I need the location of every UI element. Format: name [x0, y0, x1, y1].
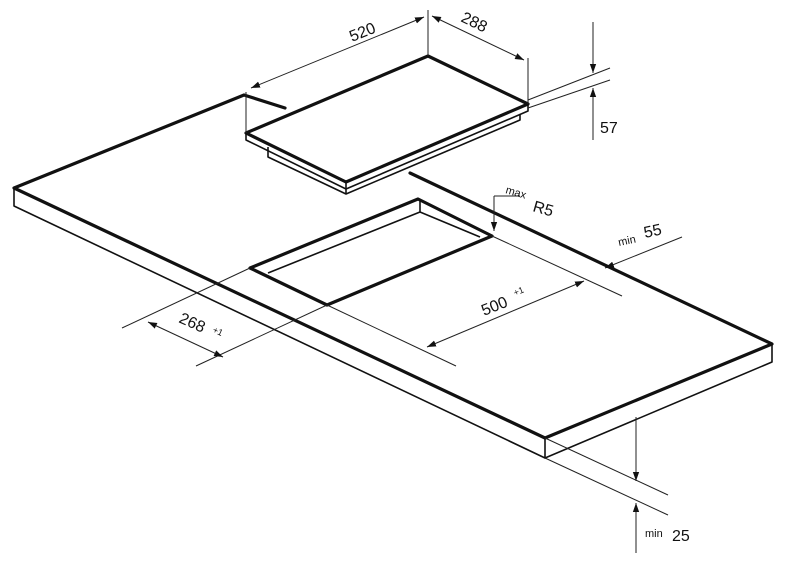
worktop [12, 93, 774, 459]
cutout-inner-wall [267, 211, 481, 274]
dim-cutout-depth: 268 +1 [121, 267, 328, 367]
hob-width-label: 520 [347, 20, 378, 46]
hob [244, 54, 530, 195]
hob-height-label: 57 [600, 120, 618, 137]
hob-body [267, 114, 521, 195]
cutout [248, 197, 494, 307]
worktop-thickness-prefix: min [645, 528, 663, 540]
dim-hob-depth: 288 [431, 9, 529, 104]
worktop-front-face [13, 188, 546, 459]
cutout-width-tolerance: +1 [512, 285, 525, 298]
cutout-radius-label: R5 [531, 199, 555, 221]
dim-cutout-width: 500 +1 [326, 235, 623, 367]
worktop-thickness-label: 25 [672, 528, 690, 545]
cutout-width-label: 500 [479, 294, 510, 320]
dim-hob-height: 57 [527, 22, 618, 140]
dim-cutout-radius: max R5 [490, 184, 555, 231]
hob-depth-label: 288 [458, 9, 490, 36]
cutout-radius-prefix: max [504, 184, 528, 201]
dim-hob-width: 520 [245, 10, 429, 133]
cutout-depth-tolerance: +1 [211, 325, 224, 338]
dim-worktop-thickness: min 25 [544, 417, 690, 553]
worktop-margin-label: 55 [642, 222, 663, 242]
cutout-depth-label: 268 [176, 310, 207, 336]
hob-glass-top [244, 54, 530, 184]
cutout-outline [248, 197, 494, 307]
worktop-margin-prefix: min [617, 234, 637, 249]
worktop-right-face [544, 344, 773, 459]
dim-worktop-margin: min 55 [604, 222, 683, 269]
worktop-top-outline [12, 93, 774, 440]
